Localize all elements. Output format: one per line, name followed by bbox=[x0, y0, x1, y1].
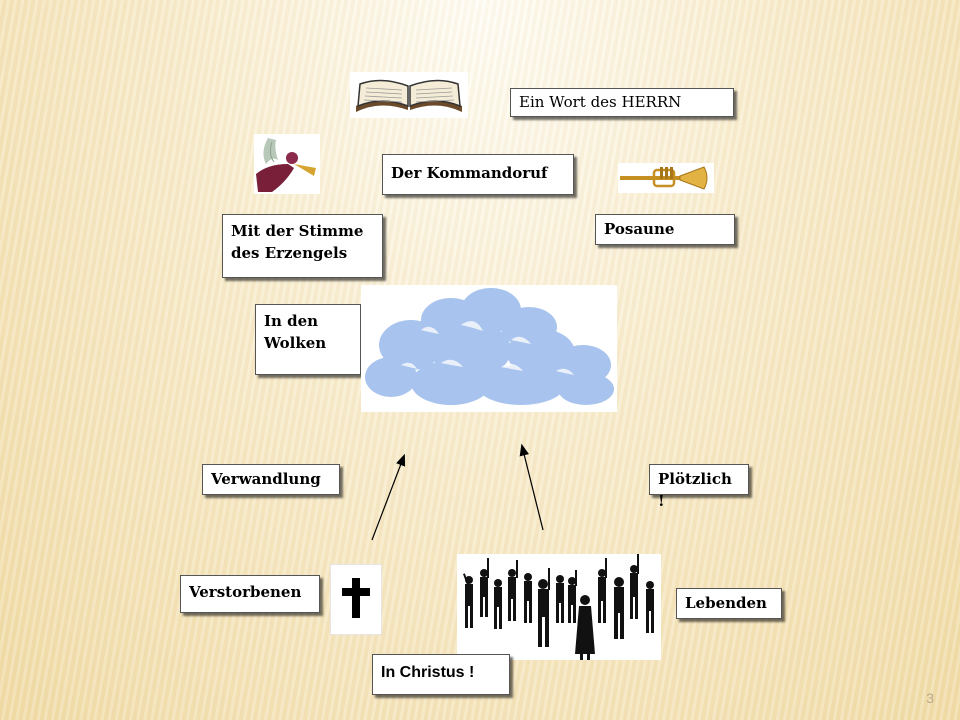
cloud-icon bbox=[361, 285, 617, 412]
trumpet-icon bbox=[618, 163, 714, 193]
label-trumpet: Posaune bbox=[595, 214, 735, 245]
label-dead: Verstorbenen bbox=[180, 575, 320, 613]
open-book-icon bbox=[350, 72, 468, 118]
label-in-christ: In Christus ! bbox=[372, 654, 510, 695]
arrow-right bbox=[519, 443, 544, 531]
crowd-icon bbox=[457, 554, 661, 660]
cross-icon bbox=[330, 564, 382, 635]
slide-number: 3 bbox=[926, 690, 934, 706]
label-transformation: Verwandlung bbox=[202, 464, 340, 495]
label-clouds: In den Wolken bbox=[255, 304, 361, 375]
arrow-left bbox=[371, 453, 406, 541]
angel-icon bbox=[254, 134, 320, 194]
label-command: Der Kommandoruf bbox=[382, 154, 574, 195]
label-living: Lebenden bbox=[676, 588, 782, 619]
label-word-of-lord: Ein Wort des HERRN bbox=[510, 88, 734, 117]
label-archangel: Mit der Stimme des Erzengels bbox=[222, 214, 383, 278]
label-sudden: Plötzlich ! bbox=[649, 464, 749, 510]
